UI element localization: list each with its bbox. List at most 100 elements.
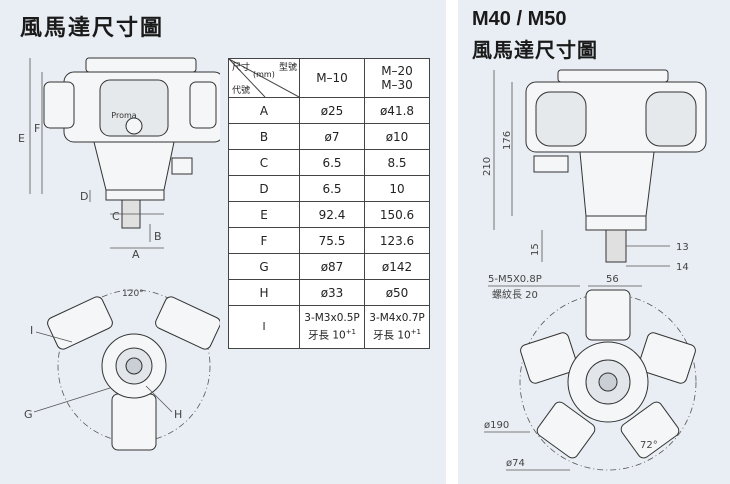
- arm-bottom-right: [620, 401, 680, 459]
- header-model-label: 型號: [278, 63, 297, 73]
- row-m10: 6.5: [299, 175, 365, 202]
- header-model-b-line1: M–20: [381, 64, 413, 78]
- right-cylinder-window: [645, 91, 697, 147]
- row-code: F: [228, 227, 300, 254]
- exhaust-muffler: [533, 155, 569, 173]
- row-m20: 123.6: [364, 227, 430, 254]
- brand-label: Proma: [111, 111, 136, 120]
- row-m20: ø10: [364, 123, 430, 150]
- header-code-label: 代號: [232, 86, 251, 96]
- thread-spec: 3-M4x0.7P: [369, 312, 425, 325]
- label-h: H: [174, 408, 182, 421]
- table-row-thread: I 3-M3x0.5P 牙長 10+1 3-M4x0.7P 牙長 10+1: [228, 305, 430, 349]
- row-code: H: [228, 279, 300, 306]
- thread-length: 牙長 10+1: [372, 328, 422, 342]
- label-14: 14: [676, 262, 689, 273]
- label-f: F: [34, 122, 40, 135]
- pitch-circle: [519, 293, 697, 471]
- row-m10: ø33: [299, 279, 365, 306]
- arm-bottom: [111, 393, 157, 451]
- row-m10: ø25: [299, 97, 365, 124]
- row-code: B: [228, 123, 300, 150]
- right-title: 風馬達尺寸圖: [472, 38, 598, 62]
- label-210: 210: [482, 157, 493, 176]
- output-shaft: [605, 229, 627, 263]
- label-176: 176: [502, 131, 513, 150]
- row-code: D: [228, 175, 300, 202]
- side-fitting: [171, 157, 193, 175]
- label-a: A: [132, 248, 140, 260]
- thread-length: 牙長 10+1: [307, 328, 357, 342]
- diagonal-lines: [229, 59, 299, 97]
- thread-spec: 3-M3x0.5P: [304, 312, 360, 325]
- left-cylinder: [43, 81, 75, 129]
- label-d: D: [80, 190, 88, 203]
- thread-label: 5-M5X0.8P: [488, 274, 542, 285]
- arm-bottom-left: [536, 401, 596, 459]
- center-housing: [99, 79, 169, 137]
- arm-left: [520, 332, 578, 384]
- header-diagonal-cell: 尺寸 (mm) 型號 代號: [228, 58, 300, 98]
- diameter-190-label: ø190: [484, 420, 509, 431]
- table-header-row: 尺寸 (mm) 型號 代號 M–10 M–20 M–30: [228, 58, 430, 98]
- row-code: E: [228, 201, 300, 228]
- angle-72-label: 72°: [640, 440, 658, 451]
- angle-label: 120°: [122, 289, 144, 299]
- row-code: G: [228, 253, 300, 280]
- right-cylinder: [189, 81, 217, 129]
- left-cylinder-window: [535, 91, 587, 147]
- arm-upper-right: [155, 296, 220, 350]
- row-code: C: [228, 149, 300, 176]
- label-b: B: [154, 230, 162, 243]
- label-i: I: [30, 324, 33, 337]
- right-top-view-drawing: 5-M5X0.8P 螺紋長 20 ø190 ø74 72°: [484, 274, 697, 471]
- panel-divider: [446, 0, 458, 484]
- row-m10: 6.5: [299, 149, 365, 176]
- row-m10: ø7: [299, 123, 365, 150]
- header-size-label: 尺寸: [232, 63, 251, 73]
- row-m20: ø41.8: [364, 97, 430, 124]
- row-code: I: [228, 305, 300, 349]
- row-m10: 75.5: [299, 227, 365, 254]
- row-m10: ø87: [299, 253, 365, 280]
- label-13: 13: [676, 242, 689, 253]
- row-m20: ø142: [364, 253, 430, 280]
- left-title: 風馬達尺寸圖: [20, 16, 165, 41]
- base-plate: [585, 215, 647, 231]
- row-m10-thread: 3-M3x0.5P 牙長 10+1: [299, 305, 365, 349]
- right-side-view-drawing: 210 176 15 13 14 56: [482, 69, 707, 287]
- label-c: C: [112, 210, 120, 223]
- arm-top: [585, 289, 631, 341]
- row-m10: 92.4: [299, 201, 365, 228]
- header-model-b-line2: M–30: [381, 78, 413, 92]
- thread-length-text: 牙長 10: [372, 329, 411, 342]
- label-56: 56: [606, 274, 619, 285]
- lower-body: [579, 151, 655, 217]
- base-plate: [105, 189, 165, 201]
- motor-top-cap: [557, 69, 669, 83]
- motor-top-cap: [85, 57, 197, 73]
- header-unit-label: (mm): [253, 70, 275, 79]
- diameter-74-label: ø74: [506, 458, 525, 469]
- row-m20: ø50: [364, 279, 430, 306]
- arm-upper-left: [47, 296, 113, 350]
- label-e: E: [18, 132, 25, 145]
- left-side-view-drawing: Proma E F D C B A: [18, 57, 220, 260]
- lower-body: [93, 141, 175, 191]
- hub-center: [125, 357, 143, 375]
- thread-length-text: 牙長 10: [307, 329, 346, 342]
- row-m20-thread: 3-M4x0.7P 牙長 10+1: [364, 305, 430, 349]
- hub-center: [598, 372, 618, 392]
- row-m20: 8.5: [364, 149, 430, 176]
- header-model-b: M–20 M–30: [364, 58, 430, 98]
- header-model-a: M–10: [299, 58, 365, 98]
- thread-length-label: 螺紋長 20: [492, 288, 538, 301]
- left-top-view-drawing: 120° I G H: [24, 289, 220, 451]
